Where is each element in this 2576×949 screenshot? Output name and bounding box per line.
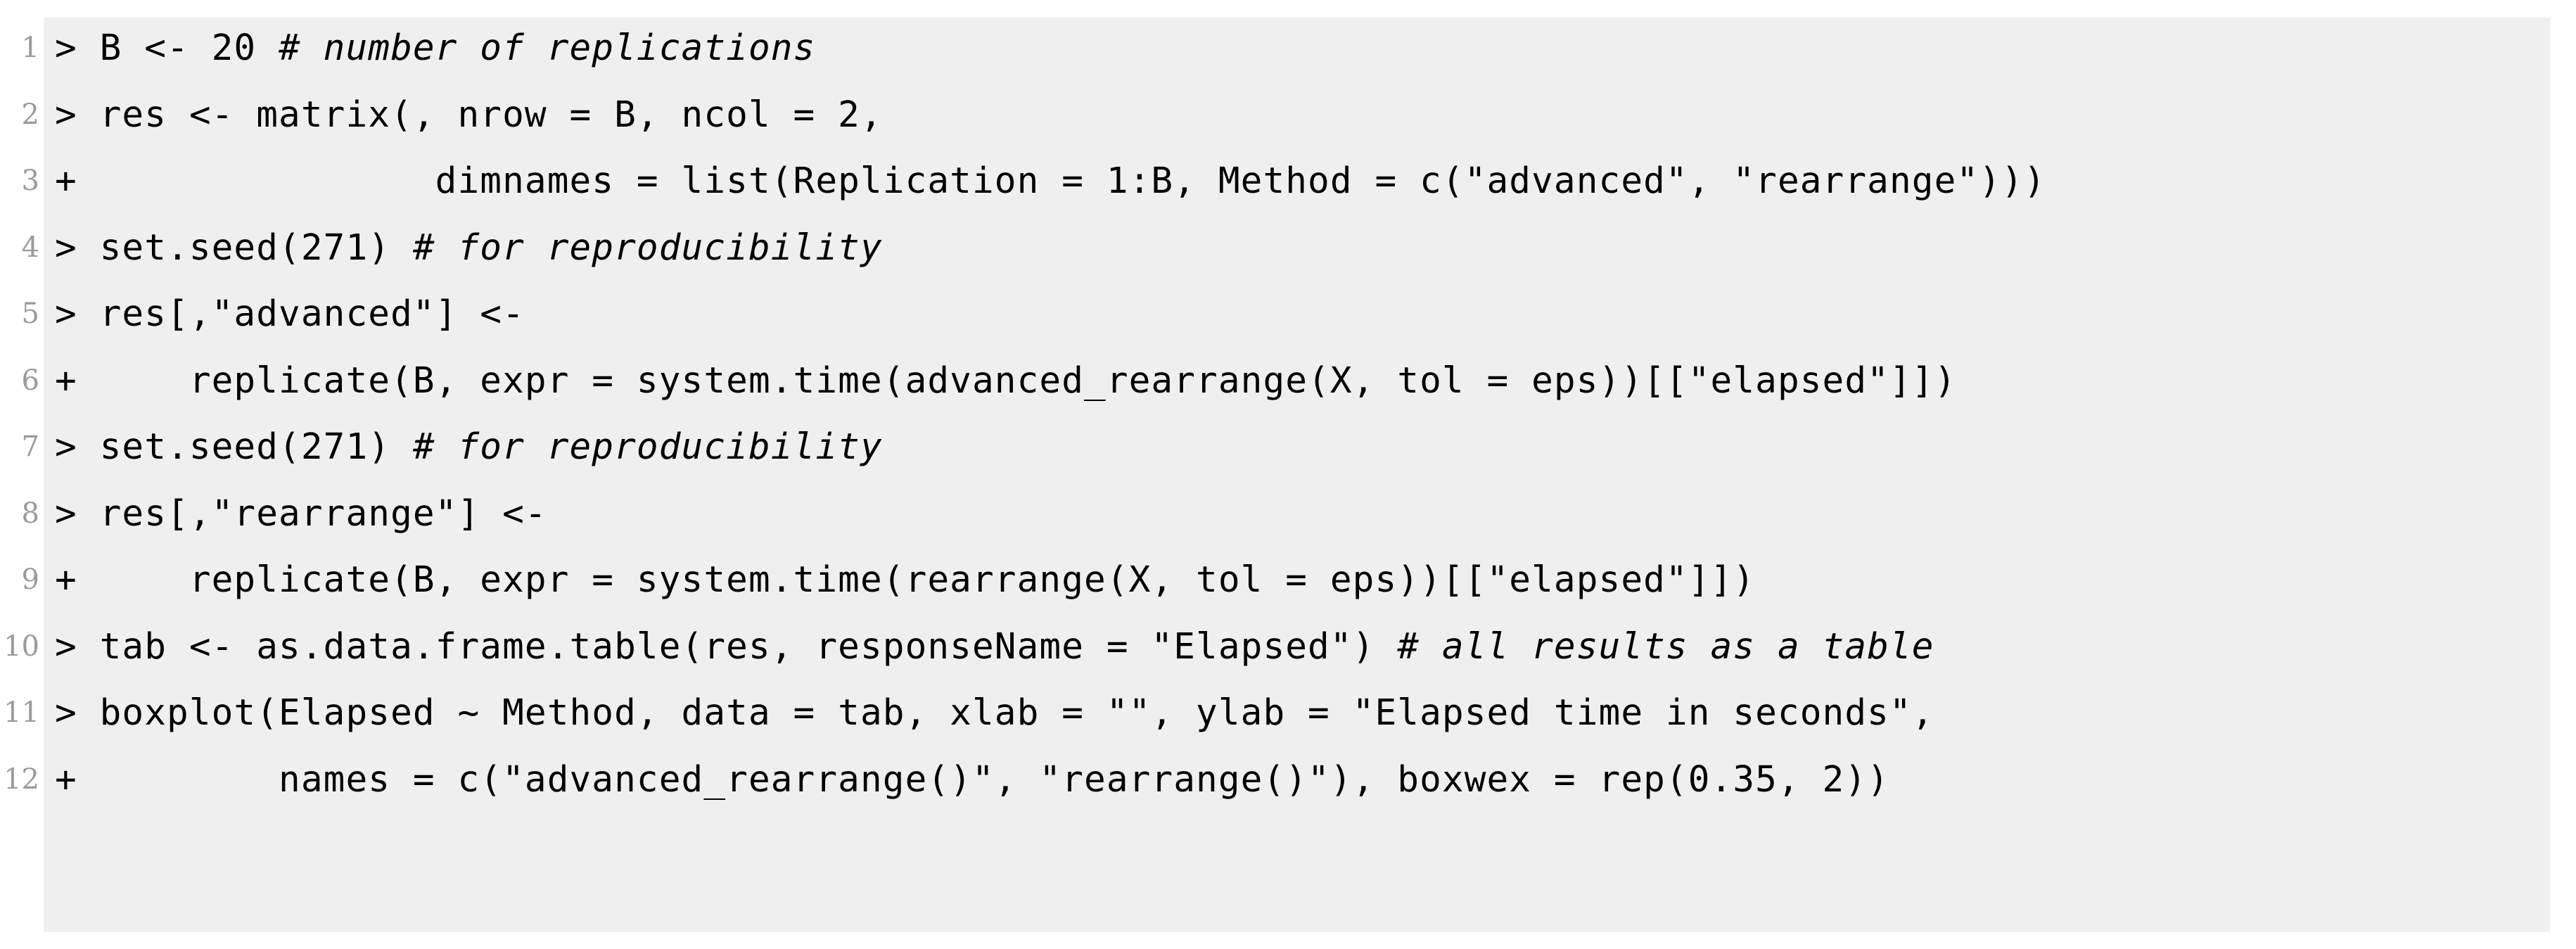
- line-content: > B <- 20 # number of replications: [55, 15, 815, 82]
- line-comment: # number of replications: [279, 27, 816, 69]
- code-line: 3 + dimnames = list(Replication = 1:B, M…: [0, 148, 2576, 215]
- line-code: > res <- matrix(, nrow = B, ncol = 2,: [55, 94, 883, 136]
- line-code: + names = c("advanced_rearrange()", "rea…: [55, 758, 1889, 801]
- code-line: 5 > res[,"advanced"] <-: [0, 281, 2576, 348]
- line-code: > res[,"rearrange"] <-: [55, 492, 547, 535]
- line-content: > res[,"advanced"] <-: [55, 281, 525, 348]
- line-code: > boxplot(Elapsed ~ Method, data = tab, …: [55, 692, 1934, 734]
- line-content: > boxplot(Elapsed ~ Method, data = tab, …: [55, 680, 1934, 747]
- line-content: > tab <- as.data.frame.table(res, respon…: [55, 614, 1934, 681]
- line-content: > set.seed(271) # for reproducibility: [55, 414, 883, 481]
- line-content: + dimnames = list(Replication = 1:B, Met…: [55, 148, 2046, 215]
- code-line: 7 > set.seed(271) # for reproducibility: [0, 414, 2576, 481]
- line-content: + names = c("advanced_rearrange()", "rea…: [55, 747, 1889, 814]
- line-number: 8: [21, 497, 39, 530]
- line-number: 7: [21, 431, 39, 463]
- code-line: 11 > boxplot(Elapsed ~ Method, data = ta…: [0, 680, 2576, 747]
- code-line: 6 + replicate(B, expr = system.time(adva…: [0, 348, 2576, 415]
- line-comment: # for reproducibility: [412, 426, 883, 468]
- line-content: > res[,"rearrange"] <-: [55, 481, 547, 548]
- line-code: > set.seed(271): [55, 426, 413, 468]
- line-content: + replicate(B, expr = system.time(advanc…: [55, 348, 1956, 415]
- line-number: 2: [21, 98, 39, 131]
- line-number: 1: [21, 32, 39, 64]
- code-line: 12 + names = c("advanced_rearrange()", "…: [0, 747, 2576, 814]
- code-line: 9 + replicate(B, expr = system.time(rear…: [0, 547, 2576, 614]
- code-block-background: [44, 18, 2550, 932]
- line-number: 12: [4, 763, 39, 796]
- line-number: 3: [21, 165, 39, 197]
- line-code: + replicate(B, expr = system.time(rearra…: [55, 559, 1756, 601]
- code-line: 10 > tab <- as.data.frame.table(res, res…: [0, 614, 2576, 681]
- line-comment: # all results as a table: [1397, 625, 1934, 668]
- line-number: 6: [21, 364, 39, 397]
- line-code: > B <- 20: [55, 27, 279, 69]
- code-line: 2 > res <- matrix(, nrow = B, ncol = 2,: [0, 82, 2576, 149]
- code-line: 4 > set.seed(271) # for reproducibility: [0, 215, 2576, 282]
- line-code: + dimnames = list(Replication = 1:B, Met…: [55, 160, 2046, 202]
- line-number: 9: [21, 563, 39, 596]
- code-line: 8 > res[,"rearrange"] <-: [0, 481, 2576, 548]
- line-content: > set.seed(271) # for reproducibility: [55, 215, 883, 282]
- line-code: > res[,"advanced"] <-: [55, 293, 525, 335]
- line-number: 4: [21, 231, 39, 264]
- line-number: 10: [4, 630, 39, 663]
- line-content: > res <- matrix(, nrow = B, ncol = 2,: [55, 82, 883, 149]
- line-content: + replicate(B, expr = system.time(rearra…: [55, 547, 1755, 614]
- line-number: 5: [21, 298, 39, 330]
- line-number: 11: [4, 696, 39, 729]
- line-comment: # for reproducibility: [412, 227, 883, 269]
- code-lines: 1 > B <- 20 # number of replications 2 >…: [0, 15, 2576, 813]
- line-code: + replicate(B, expr = system.time(advanc…: [55, 359, 1957, 402]
- line-code: > set.seed(271): [55, 227, 413, 269]
- code-line: 1 > B <- 20 # number of replications: [0, 15, 2576, 82]
- line-code: > tab <- as.data.frame.table(res, respon…: [55, 625, 1398, 668]
